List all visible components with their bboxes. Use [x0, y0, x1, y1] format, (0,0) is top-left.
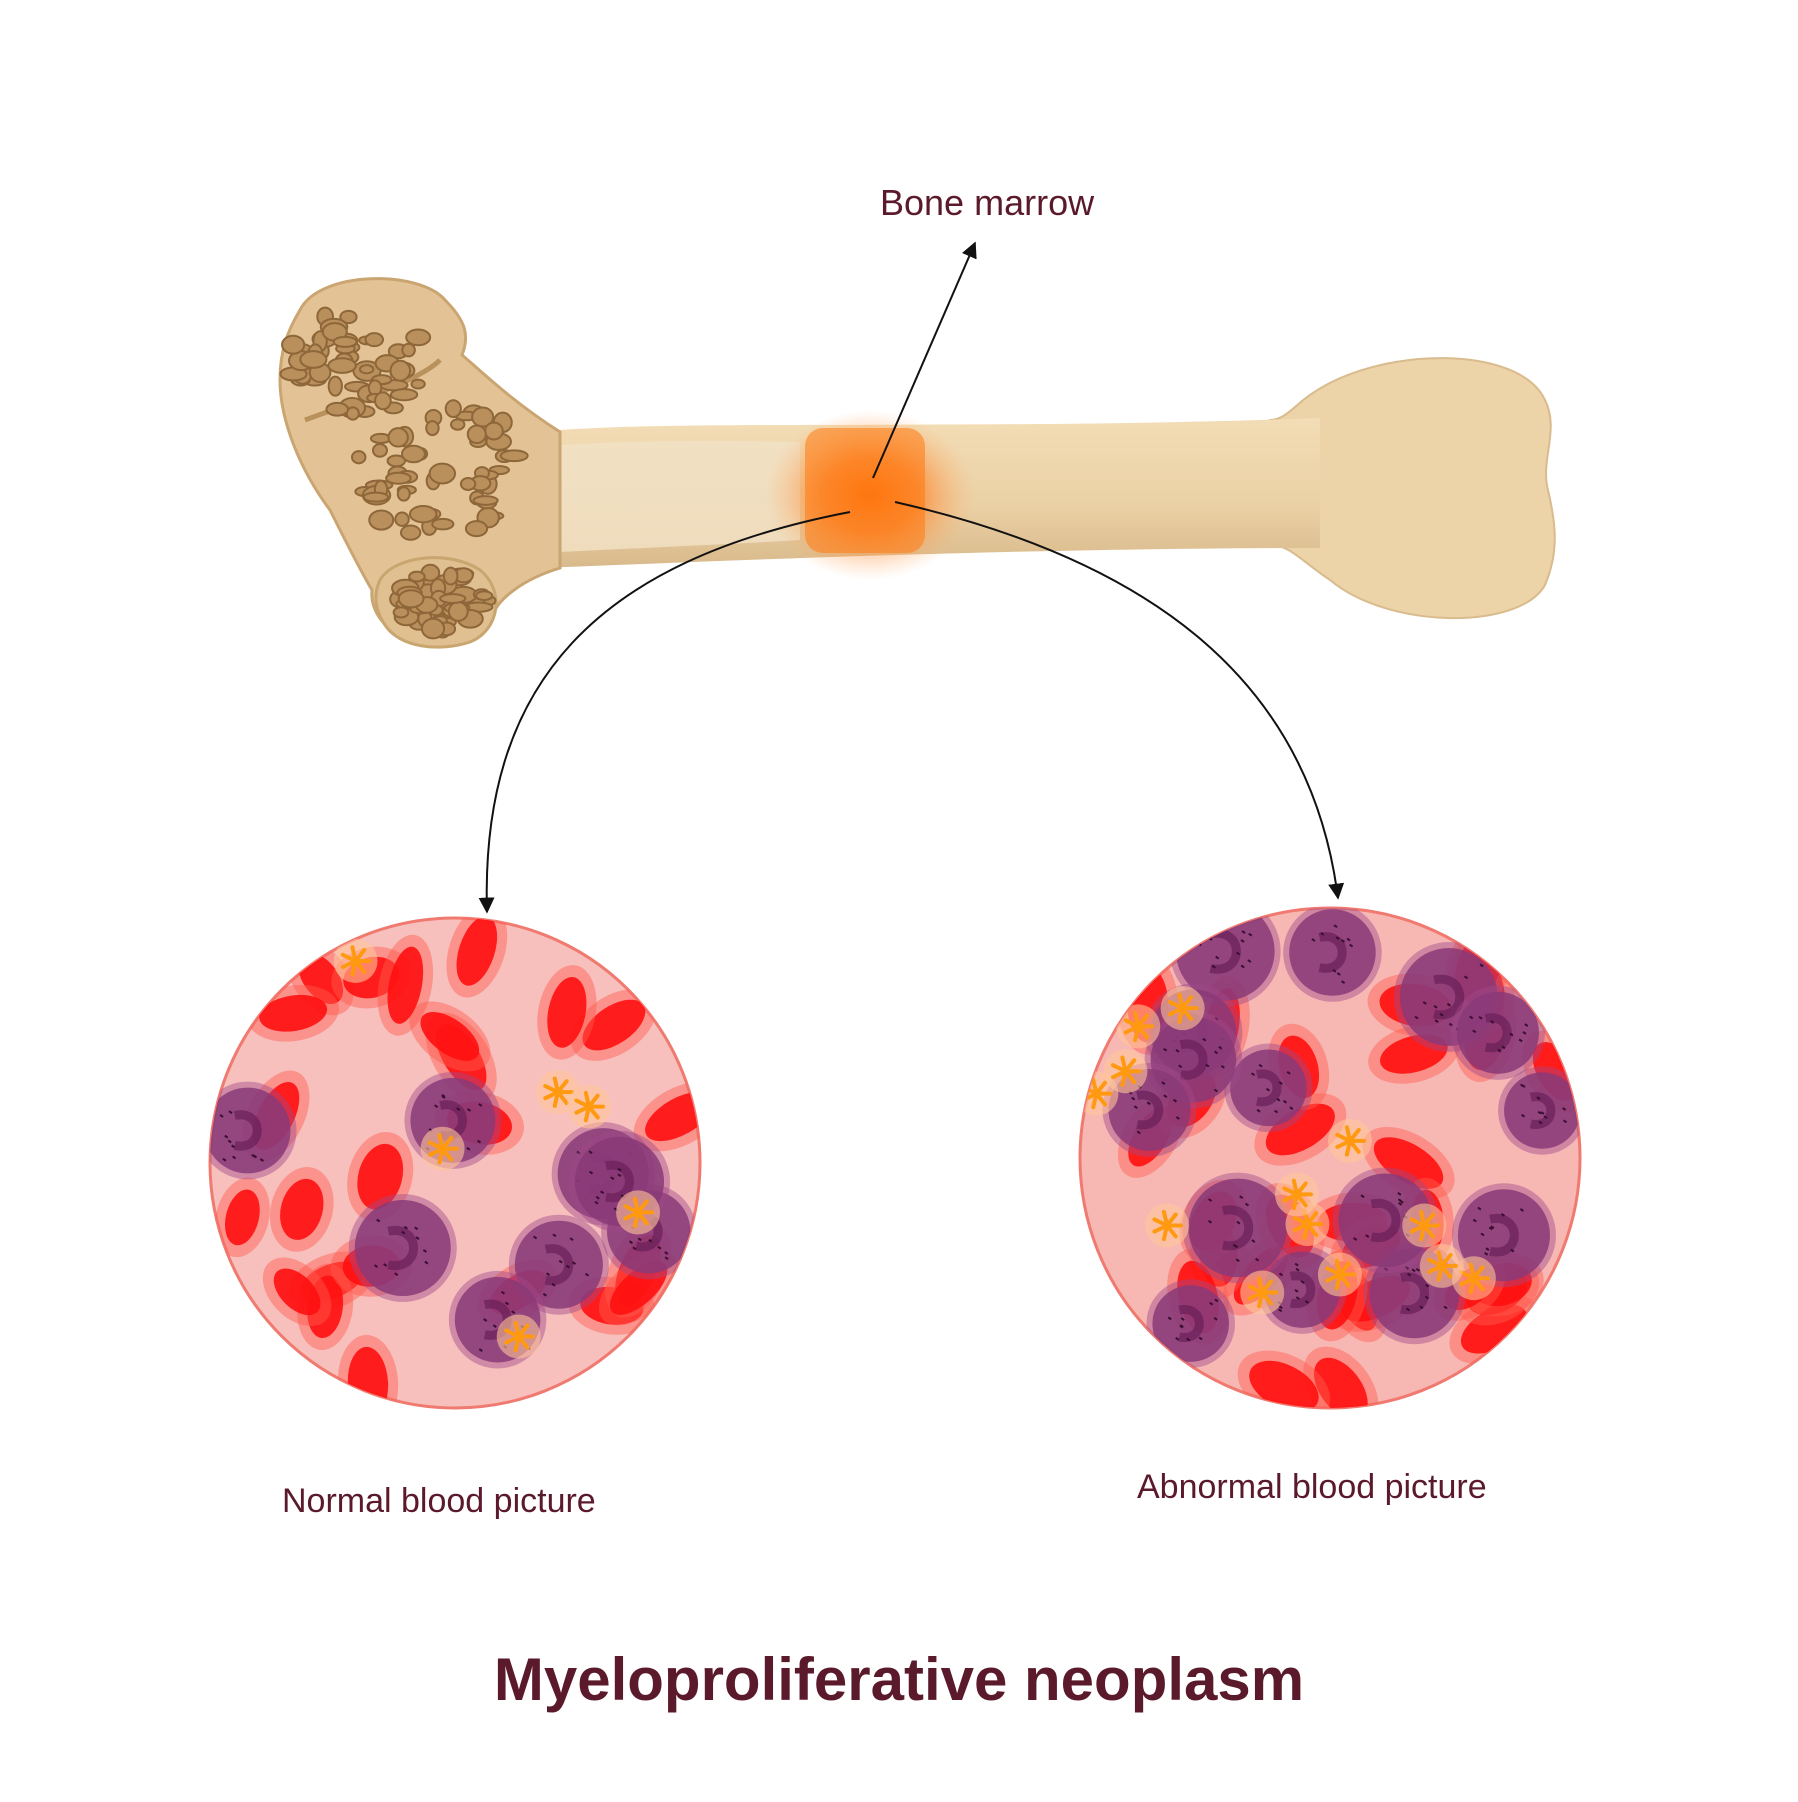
platelet — [1419, 1243, 1464, 1288]
white-blood-cell — [1224, 1043, 1313, 1133]
white-blood-cell — [348, 1194, 457, 1303]
spongy-bone-pore — [327, 357, 357, 374]
red-blood-cell — [1303, 1346, 1379, 1408]
spongy-bone-pore — [397, 589, 425, 609]
bone-marrow-label: Bone marrow — [880, 182, 1095, 223]
spongy-bone-pore — [499, 449, 529, 463]
arrow-to-bone-marrow-label — [872, 241, 977, 479]
white-blood-cell — [1498, 1066, 1580, 1155]
spongy-bone-pore — [351, 450, 367, 465]
spongy-bone-pore — [439, 593, 467, 604]
spongy-bone-pore — [442, 566, 459, 586]
spongy-bone-pore — [396, 486, 411, 502]
white-blood-cell — [1182, 1172, 1293, 1284]
spongy-bone-pore — [408, 570, 426, 583]
arrow-to-normal-picture — [478, 511, 851, 914]
spongy-bone-pore — [358, 364, 375, 375]
spongy-bone-pore — [327, 375, 343, 397]
white-blood-cell — [508, 1214, 609, 1315]
spongy-bone-pore — [410, 378, 426, 390]
spongy-bone-pore — [392, 606, 410, 619]
spongy-bone-pore — [459, 476, 477, 491]
spongy-bone-pore — [281, 334, 306, 355]
spongy-bone-pore — [332, 335, 358, 348]
red-blood-cell — [347, 1131, 414, 1222]
spongy-bone-pore — [425, 420, 440, 437]
spongy-bone-pore — [389, 388, 419, 402]
arrow-to-abnormal-picture — [894, 501, 1345, 900]
red-blood-cell — [409, 1001, 491, 1072]
red-blood-cell — [571, 989, 657, 1061]
spongy-bone-pore — [484, 421, 504, 441]
spongy-bone-pore — [420, 617, 446, 640]
platelet — [1402, 1203, 1447, 1248]
spongy-bone-pore — [405, 328, 432, 347]
spongy-bone-pore — [475, 590, 494, 602]
spongy-bone-pore — [364, 332, 385, 348]
platelet — [616, 1190, 661, 1235]
spongy-bone-pore — [394, 511, 410, 527]
platelet — [1145, 1203, 1190, 1248]
red-blood-cell — [262, 1257, 332, 1327]
white-blood-cell — [1283, 908, 1382, 1002]
spongy-bone-pore — [385, 471, 412, 485]
spongy-bone-pore — [408, 505, 438, 524]
red-blood-cell — [377, 934, 434, 1036]
red-blood-cell — [446, 918, 508, 998]
normal-blood-smear — [208, 916, 702, 1410]
spongy-bone-pore — [368, 509, 395, 531]
spongy-bone-pore — [299, 350, 328, 369]
platelet — [333, 938, 378, 983]
page-title: Myeloproliferative neoplasm — [493, 1646, 1305, 1713]
platelet — [1240, 1270, 1285, 1315]
abnormal-blood-smear — [1078, 906, 1582, 1410]
white-blood-cell — [1146, 1279, 1236, 1368]
platelet — [1160, 986, 1205, 1031]
platelet — [496, 1314, 541, 1359]
normal-blood-picture-label: Normal blood picture — [282, 1482, 596, 1520]
platelet — [1103, 1049, 1148, 1094]
platelet — [566, 1084, 611, 1129]
red-blood-cell — [269, 1167, 334, 1252]
spongy-bone-pore — [389, 359, 412, 382]
spongy-bone-pore — [472, 495, 499, 506]
spongy-bone-pore — [466, 424, 487, 445]
red-blood-cell — [214, 1177, 270, 1258]
spongy-bone-pore — [339, 309, 358, 325]
spongy-bone-pore — [444, 399, 462, 419]
platelet — [1317, 1252, 1362, 1297]
platelet — [420, 1126, 465, 1171]
spongy-bone-pore — [374, 391, 392, 411]
spongy-bone-pore — [400, 444, 426, 464]
arrows — [478, 241, 1345, 914]
spongy-bone-pore — [447, 601, 469, 622]
white-blood-cell — [1450, 985, 1545, 1080]
platelet — [1116, 1004, 1161, 1049]
white-blood-cell — [1332, 1167, 1439, 1274]
spongy-bone-pore — [399, 524, 422, 541]
white-blood-cell — [210, 1081, 297, 1180]
spongy-bone-pore — [431, 517, 455, 531]
spongy-bone-pore — [401, 342, 416, 358]
abnormal-blood-picture-label: Abnormal blood picture — [1137, 1468, 1487, 1506]
spongy-bone-pore — [386, 454, 407, 468]
red-blood-cell — [537, 965, 597, 1060]
platelet — [1328, 1118, 1373, 1163]
spongy-bone-pore — [325, 401, 350, 417]
spongy-bone-pore — [371, 443, 388, 458]
spongy-bone-pore — [464, 520, 489, 538]
spongy-bone-pore — [387, 427, 409, 448]
platelet — [1274, 1172, 1319, 1217]
femur-bone-illustration — [278, 277, 1556, 649]
red-blood-cell — [1368, 1024, 1460, 1084]
spongy-bone-pore — [362, 491, 389, 503]
spongy-bone-pore — [428, 462, 457, 485]
